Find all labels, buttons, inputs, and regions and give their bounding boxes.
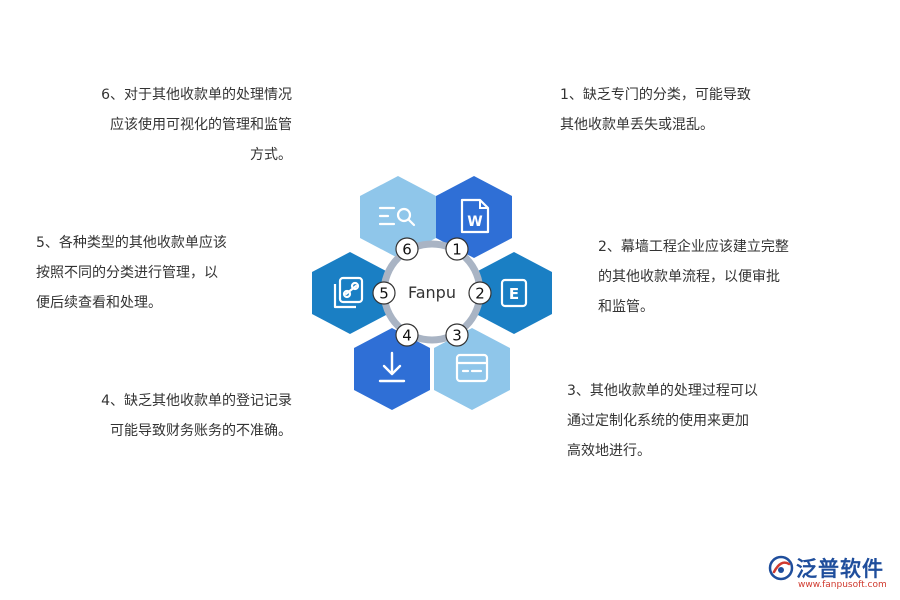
- hexagon-2-shape: [476, 252, 552, 334]
- note-1-line-1: 1、缺乏专门的分类，可能导致: [560, 87, 751, 103]
- svg-text:3: 3: [452, 327, 462, 345]
- note-2-line-3: 和监管。: [598, 299, 654, 315]
- note-4-line-1: 4、缺乏其他收款单的登记记录: [101, 393, 292, 409]
- download-icon: [378, 351, 406, 383]
- note-3-line-2: 通过定制化系统的使用来更加: [567, 413, 749, 429]
- note-1: 1、缺乏专门的分类，可能导致 其他收款单丢失或混乱。: [560, 80, 820, 140]
- note-3-line-1: 3、其他收款单的处理过程可以: [567, 383, 758, 399]
- badge-6: 6: [395, 237, 419, 261]
- note-4-line-2: 可能导致财务账务的不准确。: [110, 423, 292, 439]
- center-disc: [388, 248, 476, 336]
- svg-text:W: W: [467, 214, 482, 230]
- svg-text:6: 6: [402, 241, 412, 259]
- hexagon-2: E: [476, 252, 552, 334]
- fanpu-logo: 泛普软件 www.fanpusoft.com: [768, 553, 893, 595]
- badge-3: 3: [445, 323, 469, 347]
- svg-text:5: 5: [379, 285, 389, 303]
- hexagon-3-shape: [434, 328, 510, 410]
- note-5-line-3: 便后续查看和处理。: [36, 295, 162, 311]
- svg-text:1: 1: [452, 241, 462, 259]
- note-2-line-2: 的其他收款单流程，以便审批: [598, 269, 780, 285]
- note-5: 5、各种类型的其他收款单应该 按照不同的分类进行管理，以 便后续查看和处理。: [36, 228, 276, 318]
- document-w-icon: W: [460, 198, 490, 234]
- hexagon-diagram: W E: [312, 176, 552, 410]
- hexagon-3: [434, 328, 510, 410]
- center-label: Fanpu: [408, 283, 456, 302]
- badge-2: 2: [468, 281, 492, 305]
- svg-text:4: 4: [402, 327, 412, 345]
- badge-4: 4: [395, 323, 419, 347]
- svg-text:2: 2: [475, 285, 485, 303]
- browser-window-icon: [455, 353, 489, 383]
- note-3: 3、其他收款单的处理过程可以 通过定制化系统的使用来更加 高效地进行。: [567, 376, 827, 466]
- badge-5: 5: [372, 281, 396, 305]
- note-6-line-2: 应该使用可视化的管理和监管: [110, 117, 292, 133]
- hexagon-6: [360, 176, 436, 258]
- note-2: 2、幕墙工程企业应该建立完整 的其他收款单流程，以便审批 和监管。: [598, 232, 858, 322]
- hexagon-1-shape: [436, 176, 512, 258]
- search-list-icon: [378, 206, 416, 227]
- document-e-icon: E: [500, 278, 528, 308]
- badge-1: 1: [445, 237, 469, 261]
- link-copy-icon: [333, 276, 364, 309]
- logo-mark-icon: [768, 555, 794, 581]
- note-6-line-3: 方式。: [250, 147, 292, 163]
- hexagon-4: [354, 328, 430, 410]
- note-3-line-3: 高效地进行。: [567, 443, 651, 459]
- note-5-line-2: 按照不同的分类进行管理，以: [36, 265, 218, 281]
- note-4: 4、缺乏其他收款单的登记记录 可能导致财务账务的不准确。: [40, 386, 292, 446]
- logo-name: 泛普软件: [796, 557, 884, 581]
- svg-text:E: E: [509, 285, 519, 303]
- note-6: 6、对于其他收款单的处理情况 应该使用可视化的管理和监管 方式。: [40, 80, 292, 170]
- logo-url: www.fanpusoft.com: [798, 580, 887, 590]
- note-5-line-1: 5、各种类型的其他收款单应该: [36, 235, 227, 251]
- note-6-line-1: 6、对于其他收款单的处理情况: [101, 87, 292, 103]
- note-1-line-2: 其他收款单丢失或混乱。: [560, 117, 714, 133]
- hexagon-5: [312, 252, 388, 334]
- note-2-line-1: 2、幕墙工程企业应该建立完整: [598, 239, 789, 255]
- hexagon-1: W: [436, 176, 512, 258]
